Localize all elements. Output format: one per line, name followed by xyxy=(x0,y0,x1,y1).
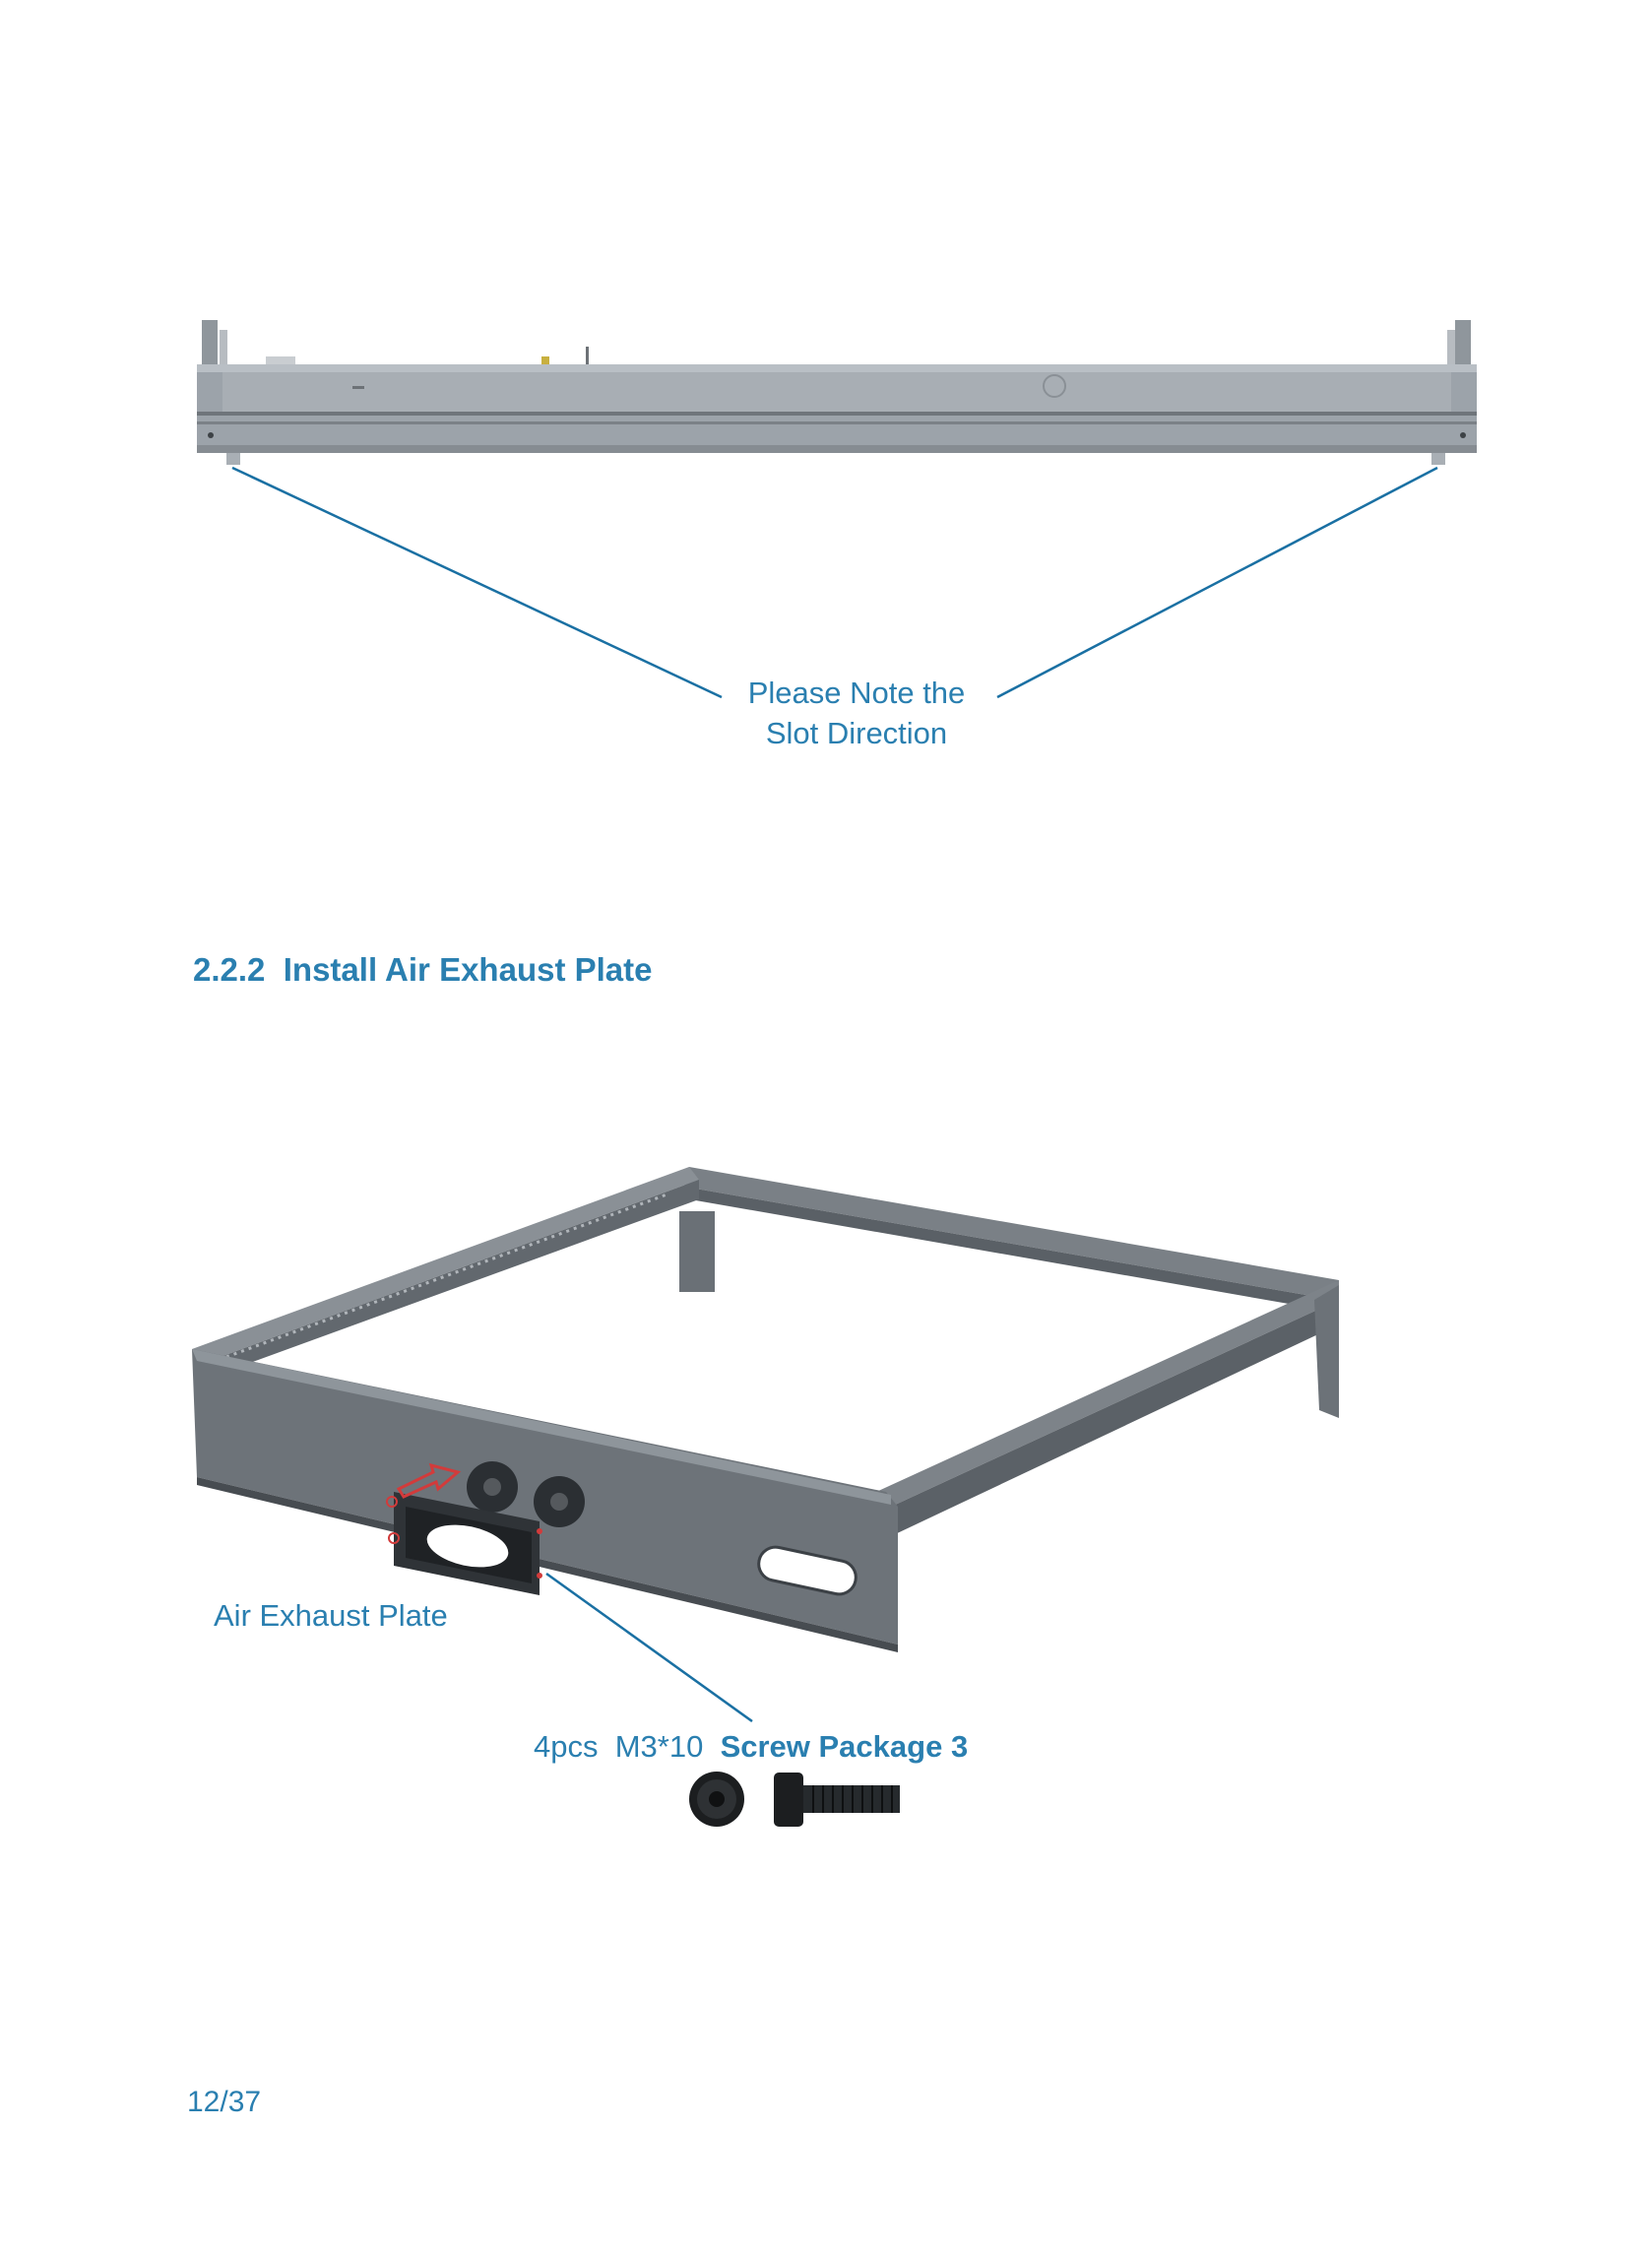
note-line-2: Slot Direction xyxy=(765,716,948,750)
note-line-1: Please Note the xyxy=(747,676,966,710)
section-title: Install Air Exhaust Plate xyxy=(283,951,653,988)
screw-quantity: 4pcs xyxy=(534,1729,599,1764)
page-number: 12/37 xyxy=(187,2086,262,2118)
slot-direction-note: Please Note the Slot Direction xyxy=(709,673,1004,753)
screw-size: M3*10 xyxy=(614,1729,704,1764)
screw-package-name: Screw Package 3 xyxy=(720,1729,969,1764)
section-number: 2.2.2 xyxy=(193,951,266,988)
frame-illustration xyxy=(192,1167,1339,1652)
screw-package-label: 4pcs M3*10 Screw Package 3 xyxy=(534,1729,968,1765)
section-heading: 2.2.2 Install Air Exhaust Plate xyxy=(193,951,652,989)
rail-profile-illustration xyxy=(197,320,1477,465)
air-exhaust-plate-label: Air Exhaust Plate xyxy=(214,1598,448,1633)
screw-illustration xyxy=(689,1772,900,1827)
